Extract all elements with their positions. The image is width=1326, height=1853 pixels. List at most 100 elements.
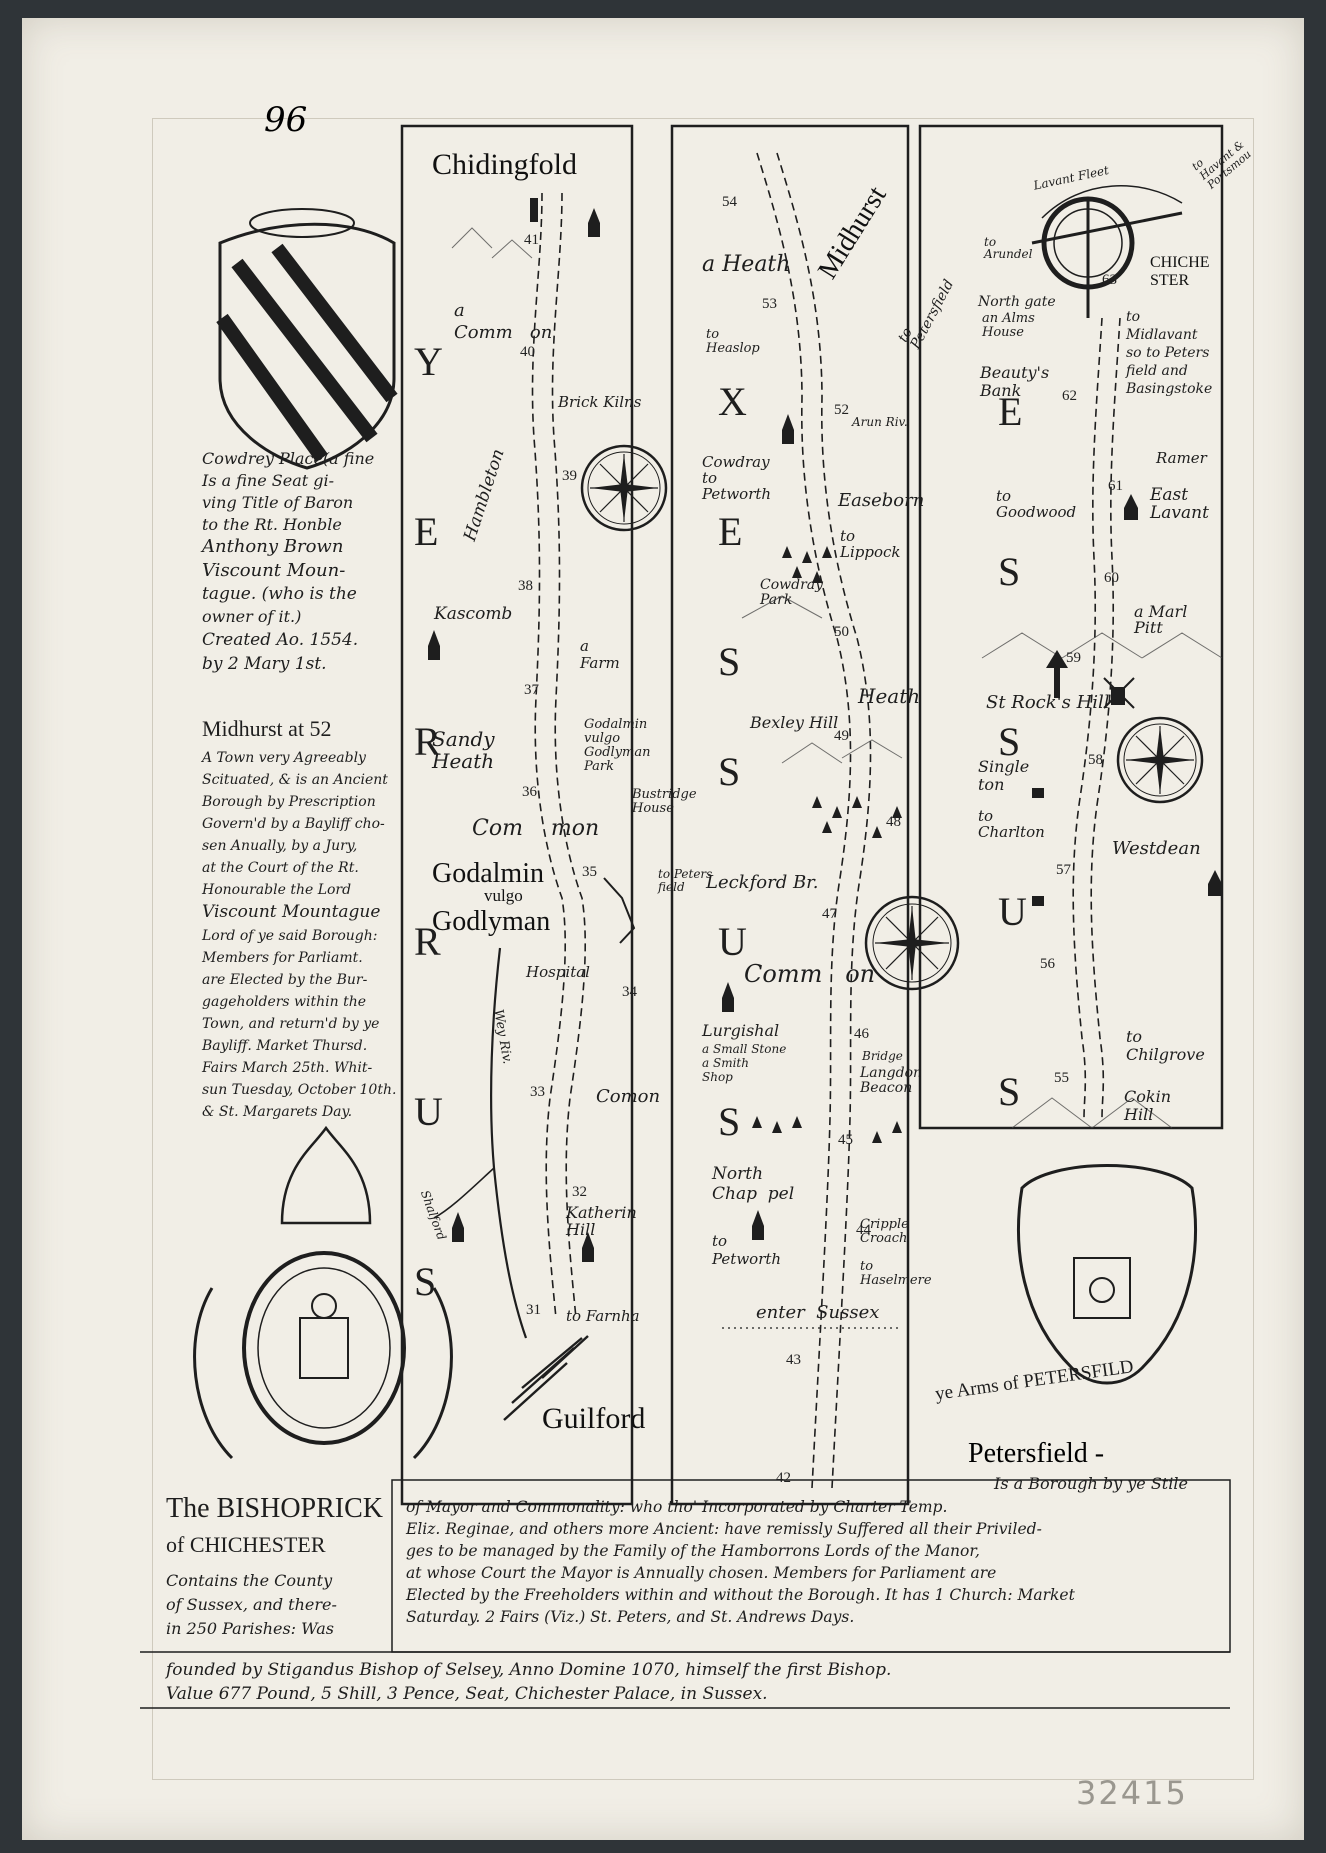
label-hospital: Hospital bbox=[526, 963, 590, 981]
label-to-chilgrove: to Chilgrove bbox=[1126, 1027, 1205, 1064]
cowdray-note-line: tague. (who is the bbox=[202, 584, 357, 604]
town-godalming: Godalmin bbox=[432, 858, 544, 889]
midhurst-note-line: Viscount Mountague bbox=[202, 902, 381, 922]
county-letter: E bbox=[718, 509, 743, 554]
label-marl-pit: a Marl Pitt bbox=[1134, 602, 1188, 637]
mile-marker: 42 bbox=[776, 1470, 791, 1486]
label-westdean: Westdean bbox=[1112, 838, 1201, 859]
midhurst-note-line: & St. Margarets Day. bbox=[202, 1104, 353, 1120]
midhurst-note-line: Members for Parliamt. bbox=[202, 950, 363, 966]
mile-marker: 48 bbox=[886, 814, 901, 830]
tree-symbols bbox=[752, 546, 902, 1143]
footer-line: founded by Stigandus Bishop of Selsey, A… bbox=[166, 1660, 892, 1680]
label-bexley-hill: Bexley Hill bbox=[750, 713, 839, 732]
county-letter: R bbox=[414, 719, 441, 764]
cowdray-note-line: Is a fine Seat gi- bbox=[202, 471, 335, 490]
bishopric-arms bbox=[193, 1125, 453, 1460]
mile-marker: 37 bbox=[524, 682, 539, 698]
midhurst-note-line: gageholders within the bbox=[202, 994, 367, 1010]
mile-marker: 56 bbox=[1040, 956, 1055, 972]
mile-marker: 34 bbox=[622, 984, 637, 1000]
mile-marker: 45 bbox=[838, 1132, 853, 1148]
mile-marker: 53 bbox=[762, 296, 777, 312]
bishopric-note-line: Contains the County bbox=[166, 1571, 333, 1590]
label-arun-river: Arun Riv. bbox=[852, 415, 908, 429]
label-enter-sussex: enter Sussex bbox=[756, 1302, 880, 1323]
label-to-heaslop: to Heaslop bbox=[706, 327, 760, 356]
bishopric-subtitle: of CHICHESTER bbox=[166, 1532, 326, 1557]
label-east-lavant: East Lavant bbox=[1150, 485, 1209, 523]
county-letter: S bbox=[414, 1259, 437, 1304]
label-beautys-bank: Beauty's Bank bbox=[980, 363, 1050, 400]
cowdray-coat-of-arms bbox=[216, 208, 398, 470]
label-to-midlavant: to Midlavant so to Peters field and Basi… bbox=[1126, 309, 1213, 397]
middle-road bbox=[756, 152, 872, 1489]
label-common-middle: Comm on bbox=[744, 960, 876, 988]
label-singleton: Single ton bbox=[978, 757, 1030, 794]
label-cowdray-park: Cowdray Park bbox=[760, 577, 824, 608]
label-langdon-beacon: Langdon Beacon bbox=[860, 1065, 923, 1096]
county-letter: Y bbox=[414, 339, 443, 384]
county-letter: U bbox=[718, 919, 747, 964]
county-letter: S bbox=[718, 749, 741, 794]
midhurst-note-line: Scituated, & is an Ancient bbox=[202, 772, 388, 788]
mile-marker: 50 bbox=[834, 624, 849, 640]
label-common: a Comm on bbox=[454, 300, 553, 343]
label-common-mid: Com mon bbox=[472, 816, 600, 841]
label-katherin-hill: Katherin Hill bbox=[566, 1203, 637, 1239]
catalogue-number: 32415 bbox=[1076, 1774, 1188, 1812]
midhurst-note-line: Borough by Prescription bbox=[202, 794, 376, 810]
label-kascomb: Kascomb bbox=[434, 604, 513, 624]
mile-marker: 49 bbox=[834, 728, 849, 744]
label-smith-shop: a Small Stone a Smith Shop bbox=[702, 1042, 787, 1084]
midhurst-title: Midhurst at 52 bbox=[202, 716, 332, 741]
left-strip-frame bbox=[400, 124, 634, 1506]
compass-rose-left bbox=[580, 444, 668, 532]
strip-map-drawing bbox=[140, 124, 1231, 1709]
county-letter: X bbox=[718, 379, 747, 424]
petersfield-line: Is a Borough by ye Stile bbox=[994, 1474, 1188, 1493]
petersfield-line: Eliz. Reginae, and others more Ancient: … bbox=[406, 1520, 1042, 1538]
label-to-lippock: to Lippock bbox=[840, 527, 901, 561]
petersfield-arms bbox=[1017, 1164, 1197, 1385]
cowdray-note-line: Created Ao. 1554. bbox=[202, 630, 359, 650]
mile-marker: 60 bbox=[1104, 570, 1119, 586]
label-comon: Comon bbox=[596, 1086, 661, 1107]
label-heath: Heath bbox=[858, 684, 921, 708]
cowdray-note-line: by 2 Mary 1st. bbox=[202, 654, 327, 674]
petersfield-line: of Mayor and Commonality: who tho' Incor… bbox=[406, 1498, 948, 1516]
mile-marker: 38 bbox=[518, 578, 533, 594]
label-sandy-heath: Sandy Heath bbox=[432, 727, 495, 773]
wey-river bbox=[490, 947, 528, 1339]
county-letter: S bbox=[998, 719, 1021, 764]
label-to-haselmere: to Haselmere bbox=[860, 1259, 932, 1288]
church-symbols bbox=[428, 198, 1222, 1262]
label-easeborn: Easeborn bbox=[838, 490, 925, 511]
petersfield-line: at whose Court the Mayor is Annually cho… bbox=[406, 1564, 997, 1582]
town-godalming-vulgo: vulgo bbox=[484, 886, 523, 905]
petersfield-line: Saturday. 2 Fairs (Viz.) St. Peters, and… bbox=[406, 1608, 855, 1626]
label-alms-house: an Alms House bbox=[982, 311, 1035, 340]
mile-marker: 39 bbox=[562, 468, 577, 484]
label-leckford-bridge: Leckford Br. bbox=[706, 872, 819, 893]
label-to-petworth: to Petworth bbox=[712, 1232, 782, 1268]
label-farm: a Farm bbox=[580, 637, 620, 672]
midhurst-note-line: Lord of ye said Borough: bbox=[202, 928, 378, 944]
mile-marker: 33 bbox=[530, 1084, 545, 1100]
county-letter: U bbox=[998, 889, 1027, 934]
county-letter: E bbox=[414, 509, 439, 554]
mile-marker: 61 bbox=[1108, 478, 1123, 494]
cowdray-note-line: owner of it.) bbox=[202, 607, 302, 626]
midhurst-note-line: are Elected by the Bur- bbox=[202, 972, 368, 988]
bishopric-note-line: of Sussex, and there- bbox=[166, 1595, 337, 1614]
mile-marker: 47 bbox=[822, 906, 837, 922]
label-north-chappel: North Chap pel bbox=[712, 1164, 795, 1204]
county-letter: E bbox=[998, 389, 1023, 434]
footer-line: Value 677 Pound, 5 Shill, 3 Pence, Seat,… bbox=[166, 1684, 768, 1704]
mile-marker: 52 bbox=[834, 402, 849, 418]
county-letter: S bbox=[718, 1099, 741, 1144]
town-chidingfold: Chidingfold bbox=[432, 148, 578, 181]
mile-marker: 55 bbox=[1054, 1070, 1069, 1086]
petersfield-line: Elected by the Freeholders within and wi… bbox=[406, 1586, 1075, 1604]
mile-marker: 43 bbox=[786, 1352, 801, 1368]
